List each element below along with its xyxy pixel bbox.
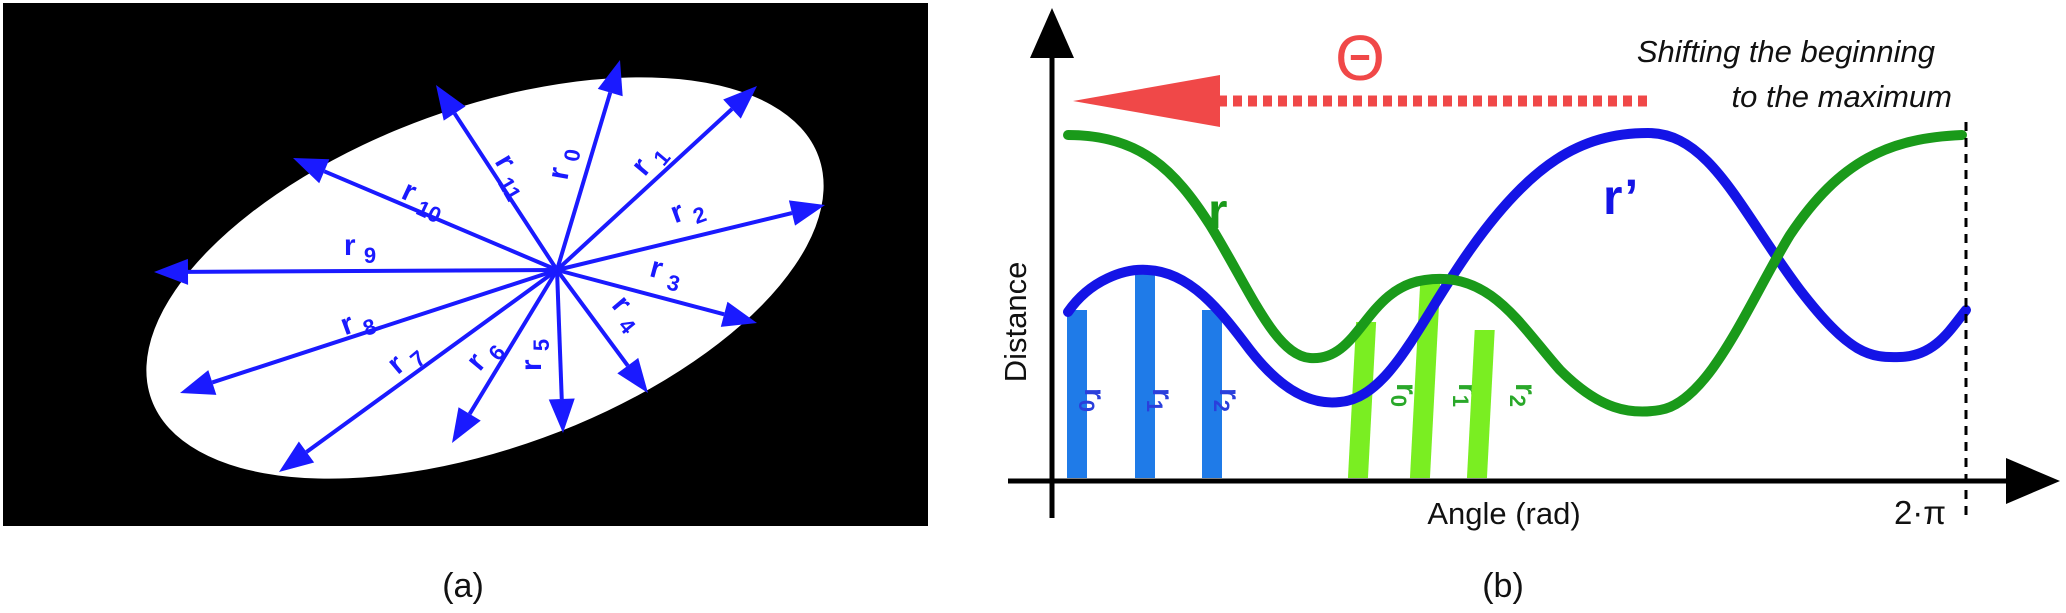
ray-r5	[548, 269, 575, 433]
blue-bar-label-1: r1	[1142, 388, 1179, 412]
blue-bar-rect	[1135, 272, 1155, 478]
blue-bar-label-0: r0	[1074, 388, 1111, 412]
curve-r	[1063, 130, 1967, 417]
ray-line	[187, 268, 558, 274]
ray-r9	[154, 258, 558, 285]
caption-a: (a)	[442, 567, 484, 605]
ray-r3	[556, 268, 757, 327]
y-axis-arrowhead	[1030, 8, 1074, 58]
ray-line	[555, 269, 564, 400]
ray-r11	[436, 85, 559, 272]
curve-r-label: r	[1208, 183, 1227, 239]
caption-b: (b)	[1482, 567, 1524, 605]
theta-symbol: Θ	[1335, 22, 1385, 94]
ray-r8	[180, 268, 558, 395]
ray-label-r9: r 9	[344, 229, 376, 268]
ray-r0	[555, 60, 623, 271]
blue-bar-rect	[1202, 310, 1222, 478]
ray-r2	[556, 200, 825, 272]
blue-bar-2: r2	[1202, 310, 1246, 478]
blue-bar-group: r0 r1 r2	[1067, 272, 1246, 478]
x-end-label: 2·π	[1894, 494, 1946, 531]
ray-r4	[555, 268, 648, 393]
ray-line	[556, 211, 793, 272]
ray-line	[555, 107, 734, 272]
ray-label-r5: r 5	[515, 339, 554, 371]
ray-line	[555, 91, 613, 271]
ray-label-r0: r 0	[542, 145, 586, 184]
blue-bar-rect	[1067, 310, 1087, 478]
ray-line	[323, 169, 558, 272]
ray-line	[211, 268, 558, 385]
blue-bar-0: r0	[1067, 310, 1111, 478]
ray-arrowhead	[723, 86, 757, 119]
ray-r1	[555, 86, 757, 272]
green-bar-2: r2	[1466, 330, 1542, 478]
curve-r-prime	[1063, 127, 1971, 408]
ray-arrowhead	[548, 398, 575, 433]
ray-arrowhead	[436, 85, 466, 121]
curve-r-prime-label: r’	[1603, 169, 1638, 225]
y-axis-label: Distance	[998, 262, 1033, 383]
ray-arrowhead	[720, 301, 757, 327]
ray-arrowhead	[788, 200, 825, 226]
blue-bar-label-2: r2	[1209, 388, 1246, 412]
ray-line	[555, 268, 630, 367]
ray-line	[467, 268, 559, 415]
ray-group	[154, 60, 825, 472]
ray-arrowhead	[154, 258, 189, 285]
note-line-2: to the maximum	[1731, 79, 1952, 114]
ray-arrowhead	[293, 158, 330, 184]
ray-arrowhead	[452, 407, 481, 443]
x-axis-label: Angle (rad)	[1427, 496, 1580, 531]
ray-r7	[279, 268, 559, 472]
green-bar-rect	[1409, 280, 1441, 478]
ray-arrowhead	[597, 60, 623, 97]
x-axis-arrowhead	[2006, 458, 2060, 504]
ray-line	[452, 112, 559, 272]
ray-line	[305, 268, 559, 454]
ray-arrowhead	[617, 357, 648, 393]
green-bar-rect	[1466, 330, 1495, 478]
blue-bar-1: r1	[1135, 272, 1179, 478]
green-bar-label-2: r2	[1505, 383, 1542, 407]
ray-arrowhead	[180, 370, 217, 395]
ray-line	[556, 268, 725, 317]
ray-r6	[452, 268, 559, 443]
ray-arrowhead	[279, 441, 315, 472]
ray-r10	[293, 158, 558, 272]
panel-b: r0 r1 r2 r0 r1 r2 Θ Shifting the beginning t…	[998, 8, 2060, 605]
note-line-1: Shifting the beginning	[1637, 34, 1935, 69]
theta-shift-arrowhead	[1073, 75, 1220, 127]
